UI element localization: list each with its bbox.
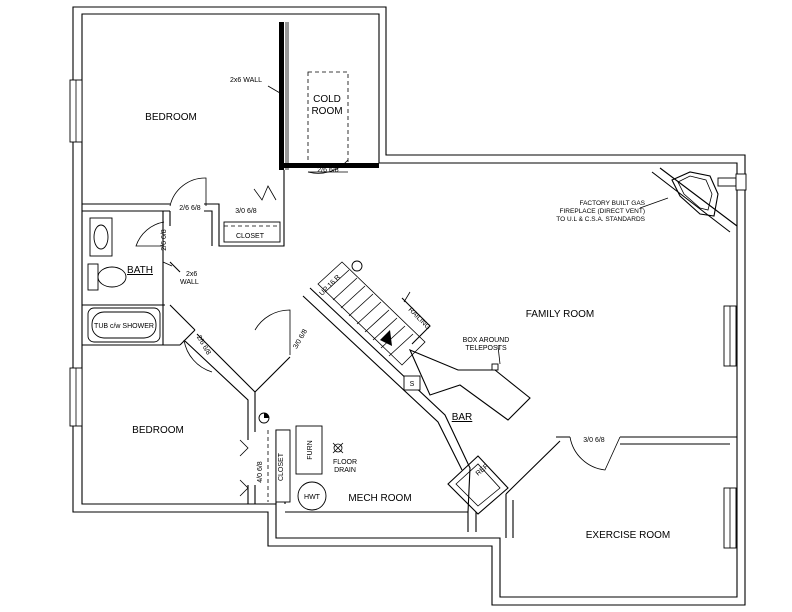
exterior-wall-inner (81, 13, 738, 598)
label-box-around-1: BOX AROUND (463, 337, 510, 344)
label-2x6-wall-top: 2x6 WALL (230, 77, 262, 84)
label-fireplace-3: TO U.L & C.S.A. STANDARDS (556, 216, 645, 223)
stairs (317, 260, 431, 366)
room-label-exercise-room: EXERCISE ROOM (586, 530, 670, 541)
label-closet-mech: CLOSET (278, 452, 285, 481)
label-fireplace-2: FIREPLACE (DIRECT VENT) (560, 208, 645, 215)
label-2x6-wall-bath-2: WALL (180, 279, 199, 286)
window-bedroom-bottom (69, 367, 83, 427)
window-exercise-room (723, 487, 737, 549)
toilet-icon (87, 263, 127, 291)
door-label-bedroom-top: 2/6 6/8 (179, 205, 201, 212)
telepost-icon (258, 412, 270, 424)
label-fireplace-1: FACTORY BUILT GAS (579, 200, 645, 207)
closet-mech (275, 429, 291, 503)
floor-drain-icon (332, 442, 344, 454)
bathtub-icon (87, 307, 161, 343)
door-exercise-room (569, 436, 621, 471)
bar-sink-icon (403, 375, 421, 391)
label-floor-drain-2: DRAIN (334, 467, 356, 474)
window-family-room (723, 305, 737, 367)
room-label-bath: BATH (127, 265, 153, 276)
door-label-cold-room: 2/6 6/8 (317, 167, 339, 174)
label-closet-top: CLOSET (236, 233, 265, 240)
room-label-family-room: FAMILY ROOM (526, 309, 595, 320)
door-label-closet-top: 3/0 6/8 (235, 208, 257, 215)
door-bedroom-bottom (183, 339, 213, 373)
exterior-wall-outer (72, 6, 746, 606)
label-box-around-2: TELEPOSTS (465, 345, 507, 352)
furnace-icon (295, 425, 323, 475)
room-label-bar: BAR (452, 412, 473, 423)
cold-room-dashed-outline (307, 71, 349, 168)
door-bath (135, 221, 165, 247)
closet-top (223, 221, 281, 243)
door-bedroom-top (169, 177, 207, 207)
hot-water-tank-icon (297, 481, 327, 511)
room-label-cold-room-1: COLD (313, 94, 341, 105)
refrigerator-icon (447, 455, 509, 515)
room-label-cold-room-2: ROOM (311, 106, 342, 117)
door-mech-room (254, 309, 291, 355)
sink-icon (89, 217, 113, 257)
window-bedroom-top (69, 79, 83, 143)
label-hwt: HWT (304, 494, 321, 501)
bar-counter (403, 348, 531, 421)
room-label-mech-room: MECH ROOM (348, 493, 411, 504)
label-tub: TUB c/w SHOWER (94, 323, 154, 330)
door-label-exercise: 3/0 6/8 (583, 437, 605, 444)
hatched-2x6-wall (279, 22, 284, 170)
fireplace-icon (671, 171, 747, 217)
label-sink: S (410, 381, 415, 388)
label-floor-drain-1: FLOOR (333, 459, 357, 466)
room-label-bedroom-bottom: BEDROOM (132, 425, 184, 436)
room-label-bedroom-top: BEDROOM (145, 112, 197, 123)
door-label-bath: 2/6 6/8 (161, 229, 168, 251)
hatched-cold-room-wall (284, 163, 379, 168)
label-stairs: UP 16 R (318, 274, 342, 298)
door-label-closet-mech: 4/0 6/8 (257, 461, 264, 483)
bifold-closet-mech (239, 439, 249, 497)
door-label-mech-room: 3/0 6/8 (292, 328, 309, 350)
label-furnace: FURN (307, 440, 314, 459)
label-2x6-wall-bath-1: 2x6 (186, 271, 197, 278)
door-cold-room (307, 159, 349, 174)
